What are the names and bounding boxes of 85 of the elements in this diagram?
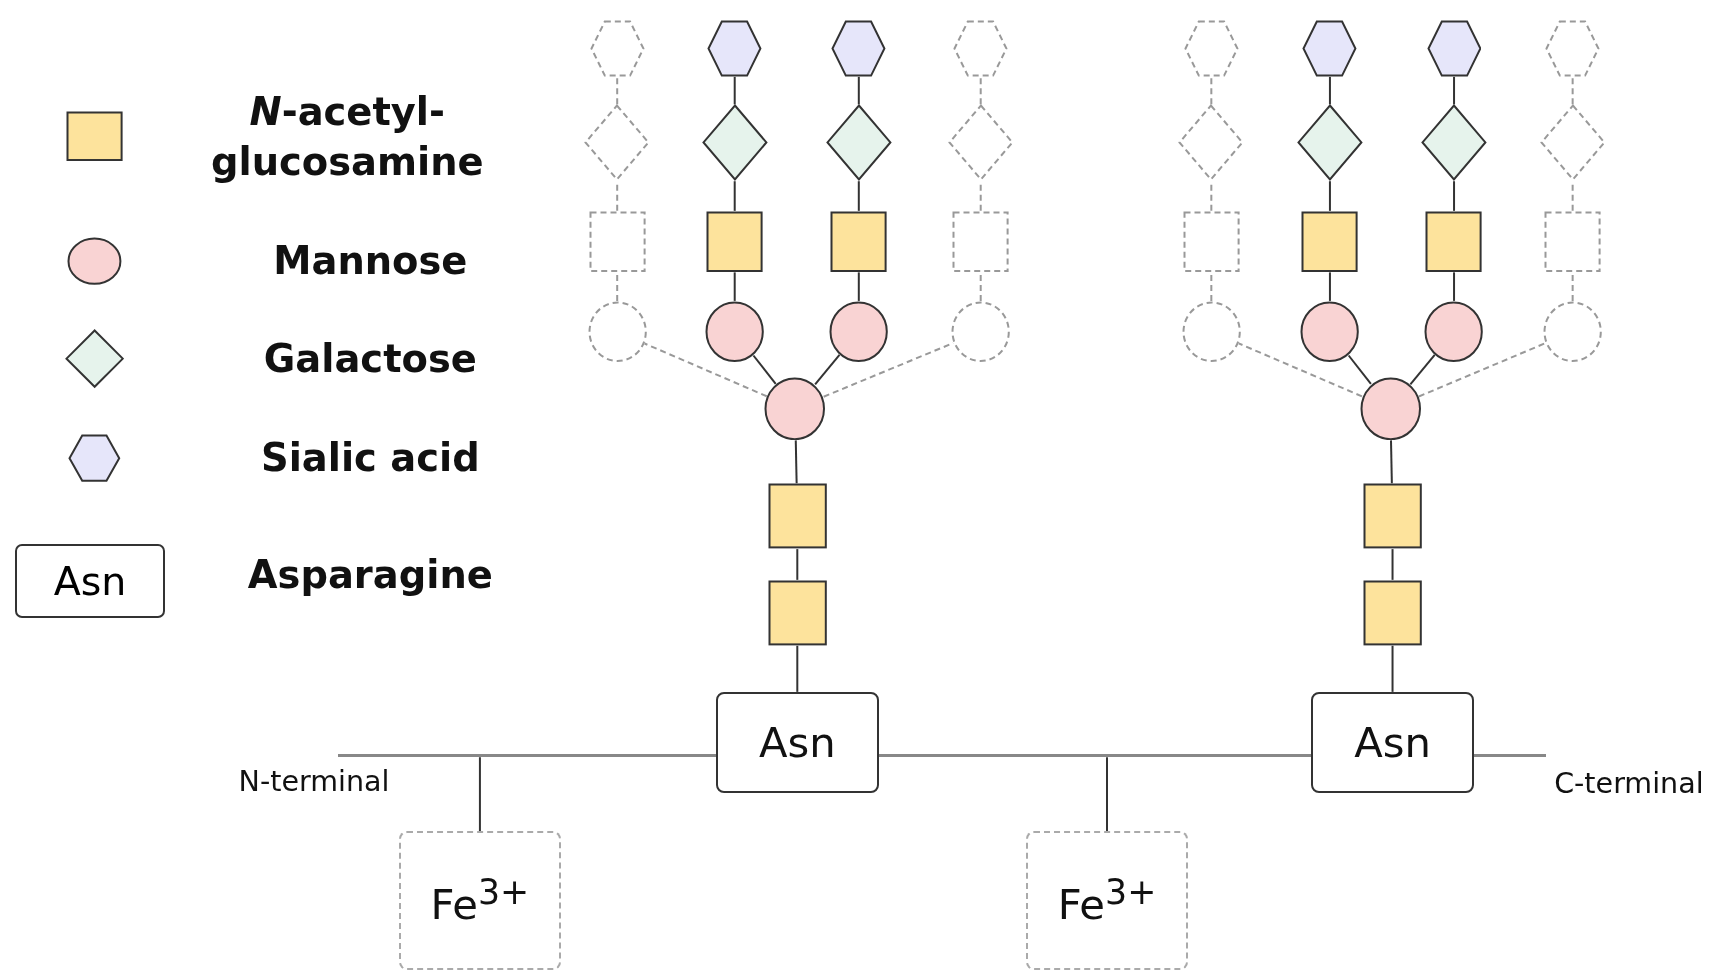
square-symbol [1301, 210, 1359, 273]
diamond-symbol [584, 104, 651, 182]
square-symbol [588, 210, 646, 273]
diamond-symbol [1539, 104, 1606, 182]
connector-line [1328, 180, 1331, 212]
hexagon-symbol [831, 19, 887, 77]
connector-line [1390, 439, 1393, 485]
square-symbol [952, 210, 1010, 273]
circle-symbol [1359, 376, 1422, 441]
terminus-label: C-terminal [1554, 766, 1704, 800]
connector-line [1453, 180, 1456, 212]
connector-line [1328, 271, 1331, 302]
legend-label: N-acetyl- glucosamine [209, 88, 485, 187]
hexagon-symbol [1426, 19, 1482, 77]
residue-box [716, 691, 879, 793]
legend-label: Mannose [272, 237, 469, 286]
square-symbol [1544, 210, 1602, 273]
dashed-connector [979, 75, 982, 106]
square-symbol [767, 483, 827, 550]
square-symbol [1362, 483, 1423, 550]
connector-line [794, 439, 798, 485]
circle-symbol [1300, 300, 1360, 363]
connector-line [1106, 756, 1108, 833]
square-symbol [767, 579, 827, 646]
connector-line [733, 180, 736, 212]
ion-box [1025, 831, 1189, 970]
hexagon-symbol [707, 19, 763, 77]
connector-line [1391, 548, 1394, 581]
circle-symbol [1181, 300, 1241, 363]
node-label: Asn [758, 717, 836, 767]
diamond-symbol [701, 104, 768, 182]
square-symbol [830, 210, 888, 273]
residue-box [1311, 691, 1474, 793]
circle-symbol [764, 376, 826, 441]
sample-label: Asn [53, 557, 127, 604]
ion-box [398, 831, 562, 970]
terminus-label: N-terminal [238, 763, 390, 798]
hexagon-symbol [1183, 19, 1239, 77]
square-symbol [1182, 210, 1240, 273]
hexagon-symbol [1302, 19, 1358, 77]
dashed-connector [616, 75, 619, 106]
dashed-connector [1237, 342, 1363, 398]
connector-line [796, 548, 799, 581]
hexagon-symbol [589, 19, 645, 77]
diamond-symbol [947, 104, 1014, 182]
connector-line [752, 354, 777, 385]
hexagon-symbol [1545, 19, 1601, 77]
connector-line [814, 354, 841, 386]
dashed-connector [1210, 75, 1213, 106]
connector-line [1347, 354, 1372, 385]
diamond-symbol [1297, 104, 1363, 182]
circle-symbol [1424, 300, 1484, 363]
legend-label: Asparagine [246, 551, 494, 600]
connector-line [478, 756, 481, 833]
connector-line [733, 271, 736, 302]
connector-line [1328, 75, 1331, 106]
node-label: Asn [1354, 717, 1431, 767]
circle-symbol [1543, 300, 1603, 363]
connector-line [1409, 354, 1436, 386]
hexagon-symbol [953, 19, 1009, 77]
connector-line [857, 180, 860, 212]
connector-line [733, 75, 736, 106]
dashed-connector [643, 342, 768, 398]
legend-label: Galactose [262, 335, 478, 384]
dashed-connector [1417, 342, 1547, 398]
square-symbol [706, 210, 764, 273]
legend-label: Sialic acid [260, 433, 481, 482]
connector-line [796, 644, 799, 693]
connector-line [1453, 271, 1456, 302]
connector-line [1453, 75, 1456, 106]
node-label: Fe$^{3+}$ [430, 872, 530, 929]
diamond-symbol [825, 104, 892, 182]
node-label: Fe$^{3+}$ [1057, 872, 1157, 929]
square-symbol [1362, 579, 1423, 646]
dashed-connector [1571, 75, 1574, 106]
square-symbol [1425, 210, 1483, 273]
diamond-symbol [1421, 104, 1487, 182]
circle-symbol [587, 300, 647, 363]
circle-symbol [705, 300, 765, 363]
connector-line [857, 271, 860, 302]
connector-line [857, 75, 860, 106]
circle-symbol [829, 300, 889, 363]
diamond-symbol [1178, 104, 1245, 182]
circle-symbol [951, 300, 1011, 363]
connector-line [1391, 644, 1394, 693]
